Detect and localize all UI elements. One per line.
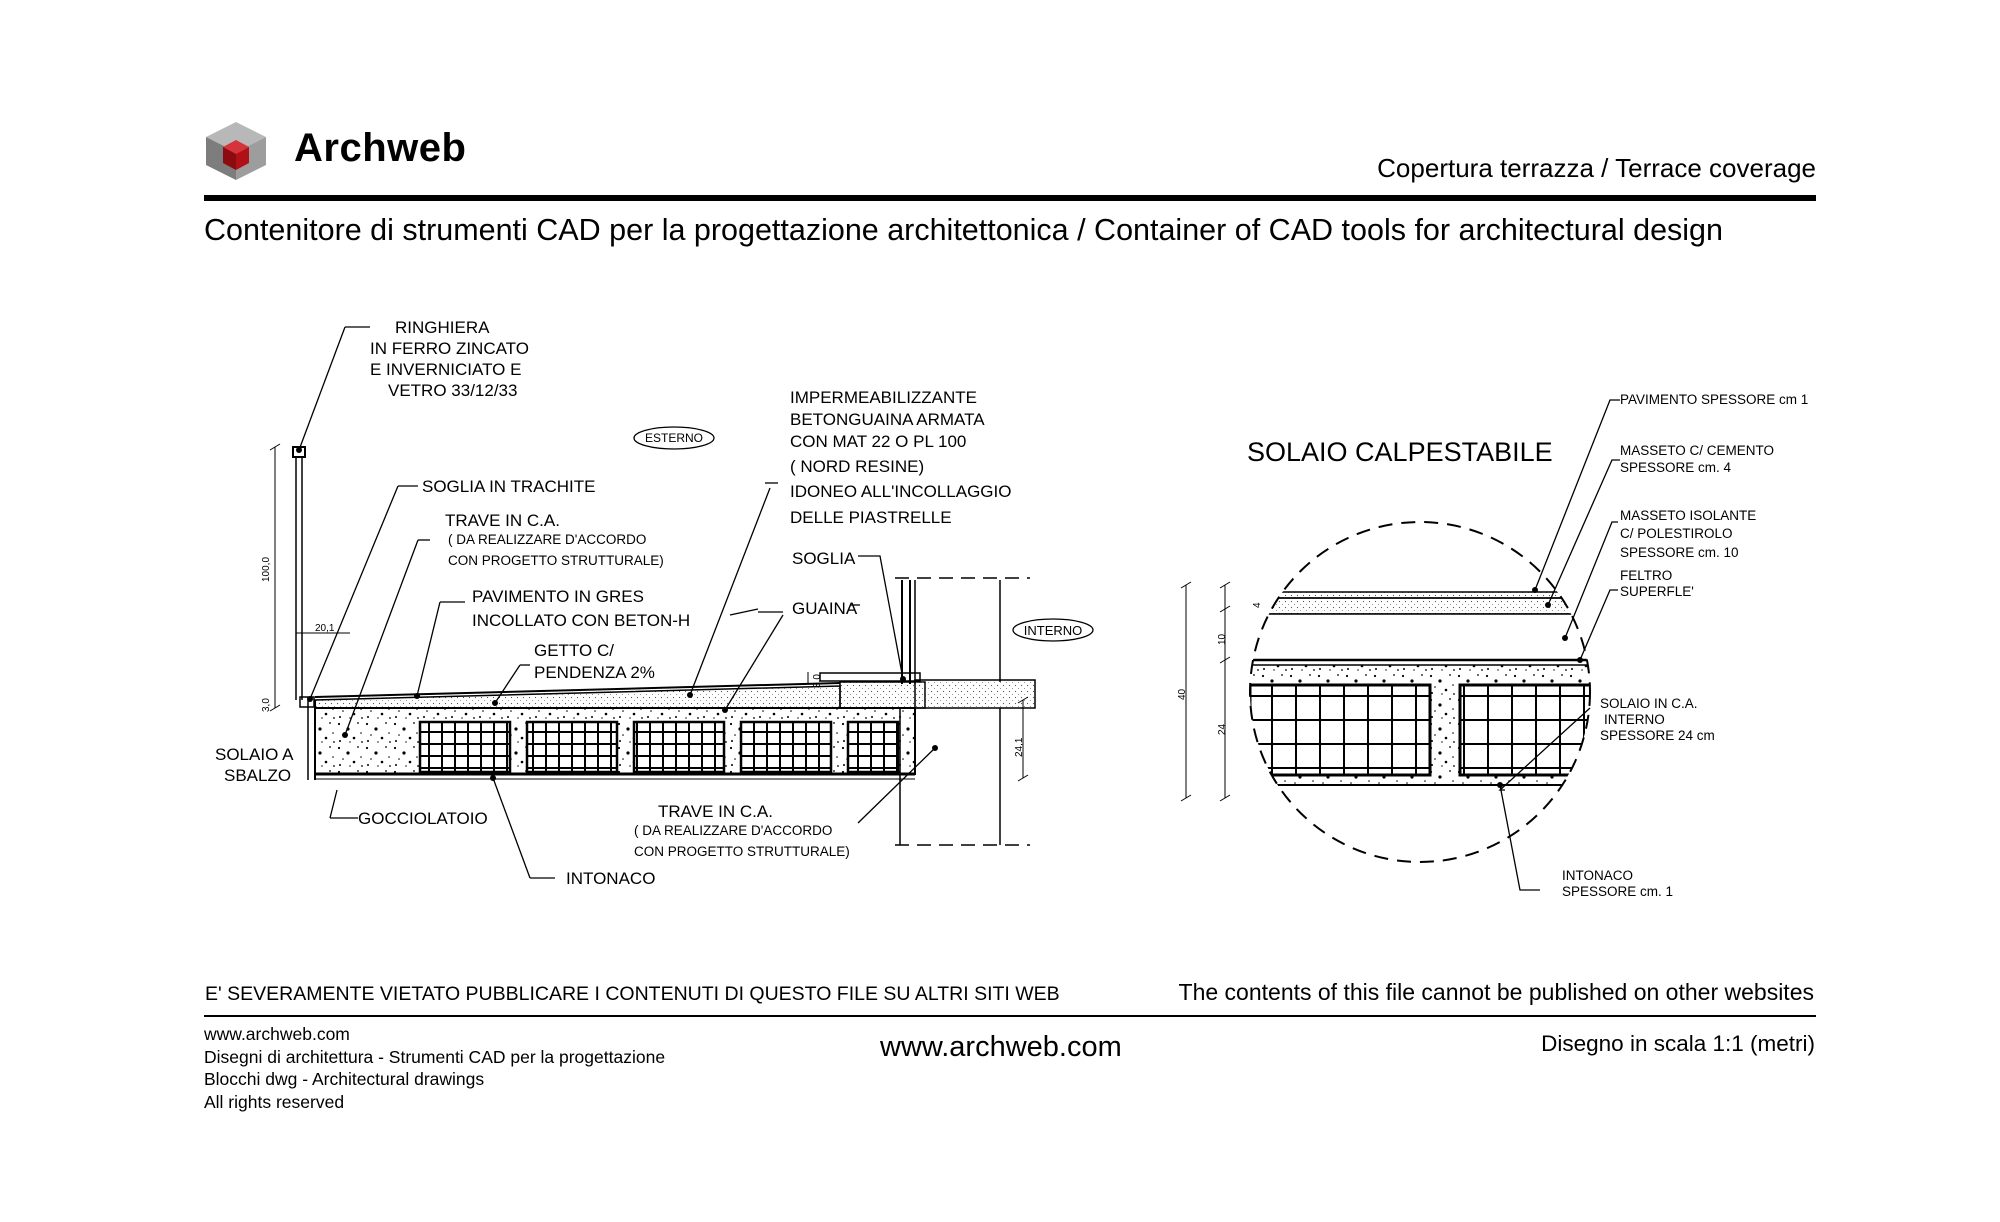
svg-text:VETRO 33/12/33: VETRO 33/12/33 — [388, 381, 517, 400]
svg-text:SPESSORE cm. 4: SPESSORE cm. 4 — [1620, 460, 1732, 475]
masseto-isolante-label: MASSETO ISOLANTE C/ POLESTIROLO SPESSORE… — [1620, 508, 1756, 560]
svg-text:SOLAIO A: SOLAIO A — [215, 745, 294, 764]
intonaco-spessore-label: INTONACO SPESSORE cm. 1 — [1562, 868, 1673, 899]
svg-text:E INVERNICIATO E: E INVERNICIATO E — [370, 360, 521, 379]
svg-text:INTERNO: INTERNO — [1604, 712, 1665, 727]
dim-threshold: 3,0 — [812, 674, 823, 688]
svg-text:FELTRO: FELTRO — [1620, 568, 1672, 583]
svg-text:IDONEO ALL'INCOLLAGGIO: IDONEO ALL'INCOLLAGGIO — [790, 482, 1011, 501]
left-leader-lines — [298, 326, 936, 879]
svg-text:RINGHIERA: RINGHIERA — [395, 318, 490, 337]
footer-line: Disegni di architettura - Strumenti CAD … — [204, 1046, 666, 1067]
svg-text:C/ POLESTIROLO: C/ POLESTIROLO — [1620, 526, 1733, 541]
feltro-label: FELTRO SUPERFLE' — [1620, 568, 1694, 599]
solaio-sbalzo-label: SOLAIO A SBALZO — [215, 745, 294, 785]
footer-line: www.archweb.com — [204, 1024, 350, 1044]
trave-top-label: TRAVE IN C.A. ( DA REALIZZARE D'ACCORDO … — [418, 511, 664, 568]
svg-text:GOCCIOLATOIO: GOCCIOLATOIO — [358, 809, 488, 828]
dim-railing-height: 100,0 — [261, 557, 272, 582]
trave-bottom-label: TRAVE IN C.A. ( DA REALIZZARE D'ACCORDO … — [634, 802, 850, 859]
detail-circle — [1249, 521, 1591, 863]
svg-text:SPESSORE cm. 1: SPESSORE cm. 1 — [1562, 884, 1673, 899]
svg-text:SPESSORE 24 cm: SPESSORE 24 cm — [1600, 728, 1715, 743]
getto-label: GETTO C/ PENDENZA 2% — [520, 641, 655, 682]
interno-tag: INTERNO — [1012, 618, 1094, 642]
svg-text:PENDENZA 2%: PENDENZA 2% — [534, 663, 655, 682]
right-dimensions — [1180, 581, 1231, 802]
svg-text:IMPERMEABILIZZANTE: IMPERMEABILIZZANTE — [790, 388, 977, 407]
solaio-interno-label: SOLAIO IN C.A. INTERNO SPESSORE 24 cm — [1600, 696, 1715, 743]
left-dimensions — [269, 443, 1029, 782]
svg-text:INTONACO: INTONACO — [566, 869, 655, 888]
soglia-trachite-label: SOGLIA IN TRACHITE — [398, 477, 596, 496]
brand-name: Archweb — [294, 126, 467, 170]
pavimento-spessore-label: PAVIMENTO SPESSORE cm 1 — [1620, 392, 1808, 407]
dim-layer-4: 4 — [1252, 602, 1263, 608]
svg-text:PAVIMENTO IN GRES: PAVIMENTO IN GRES — [472, 587, 644, 606]
solaio-calpestabile-title: SOLAIO CALPESTABILE — [1247, 437, 1553, 467]
impermeabilizzante-label: IMPERMEABILIZZANTE BETONGUAINA ARMATA CO… — [790, 388, 1011, 527]
svg-text:GETTO C/: GETTO C/ — [534, 641, 614, 660]
dim-slab: 24,1 — [1014, 737, 1025, 757]
dim-layer-10: 10 — [1217, 633, 1228, 645]
dim-offset: 20,1 — [315, 623, 335, 634]
svg-text:SBALZO: SBALZO — [224, 766, 291, 785]
drawing-title: Copertura terrazza / Terrace coverage — [1377, 153, 1816, 183]
footer-divider — [204, 1015, 1816, 1017]
svg-text:INTONACO: INTONACO — [1562, 868, 1633, 883]
esterno-tag: ESTERNO — [633, 426, 715, 450]
svg-text:( DA REALIZZARE D'ACCORDO: ( DA REALIZZARE D'ACCORDO — [634, 823, 832, 838]
svg-text:BETONGUAINA ARMATA: BETONGUAINA ARMATA — [790, 410, 985, 429]
floor-detail — [1250, 591, 1590, 786]
svg-text:IN FERRO ZINCATO: IN FERRO ZINCATO — [370, 339, 529, 358]
svg-text:INCOLLATO CON BETON-H: INCOLLATO CON BETON-H — [472, 611, 690, 630]
soglia-label: SOGLIA — [792, 549, 856, 568]
ringhiera-label: RINGHIERA IN FERRO ZINCATO E INVERNICIAT… — [345, 318, 529, 400]
svg-text:MASSETO C/ CEMENTO: MASSETO C/ CEMENTO — [1620, 443, 1774, 458]
svg-text:( NORD RESINE): ( NORD RESINE) — [790, 457, 924, 476]
footer-url: www.archweb.com — [880, 1031, 1122, 1063]
drawing-scale: Disegno in scala 1:1 (metri) — [1541, 1031, 1815, 1056]
svg-text:CON PROGETTO STRUTTURALE): CON PROGETTO STRUTTURALE) — [448, 553, 664, 568]
svg-text:CON PROGETTO STRUTTURALE): CON PROGETTO STRUTTURALE) — [634, 844, 850, 859]
svg-text:SPESSORE cm. 10: SPESSORE cm. 10 — [1620, 545, 1739, 560]
svg-text:DELLE PIASTRELLE: DELLE PIASTRELLE — [790, 508, 952, 527]
terrace-section — [292, 446, 1036, 846]
archweb-logo-icon — [205, 122, 267, 185]
dim-base-height: 3,0 — [261, 698, 272, 712]
guaina-label: GUAINA — [792, 599, 858, 618]
svg-text:MASSETO ISOLANTE: MASSETO ISOLANTE — [1620, 508, 1756, 523]
svg-text:SOLAIO IN C.A.: SOLAIO IN C.A. — [1600, 696, 1698, 711]
footer-credits: www.archweb.com Disegni di architettura … — [204, 1023, 665, 1113]
header-divider — [204, 195, 1816, 201]
svg-text:SUPERFLE': SUPERFLE' — [1620, 584, 1694, 599]
gocciolatoio-label: GOCCIOLATOIO — [330, 809, 488, 828]
svg-text:ESTERNO: ESTERNO — [645, 431, 703, 445]
dim-total: 40 — [1177, 688, 1188, 700]
right-leader-lines — [1498, 399, 1620, 891]
intonaco-label: INTONACO — [530, 869, 655, 888]
warning-italian: E' SEVERAMENTE VIETATO PUBBLICARE I CONT… — [205, 983, 1060, 1005]
svg-text:CON MAT 22 O PL 100: CON MAT 22 O PL 100 — [790, 432, 966, 451]
pavimento-label: PAVIMENTO IN GRES INCOLLATO CON BETON-H — [440, 587, 690, 630]
svg-text:( DA REALIZZARE D'ACCORDO: ( DA REALIZZARE D'ACCORDO — [448, 532, 646, 547]
page-subtitle: Contenitore di strumenti CAD per la prog… — [204, 213, 1723, 247]
svg-text:SOGLIA IN TRACHITE: SOGLIA IN TRACHITE — [422, 477, 596, 496]
svg-text:TRAVE IN C.A.: TRAVE IN C.A. — [445, 511, 560, 530]
warning-english: The contents of this file cannot be publ… — [1178, 979, 1814, 1005]
footer-line: All rights reserved — [204, 1091, 345, 1112]
footer-line: Blocchi dwg - Architectural drawings — [204, 1069, 485, 1089]
svg-text:INTERNO: INTERNO — [1024, 623, 1083, 638]
svg-text:TRAVE IN C.A.: TRAVE IN C.A. — [658, 802, 773, 821]
masseto-cemento-label: MASSETO C/ CEMENTO SPESSORE cm. 4 — [1620, 443, 1774, 475]
dim-layer-24: 24 — [1217, 723, 1228, 735]
